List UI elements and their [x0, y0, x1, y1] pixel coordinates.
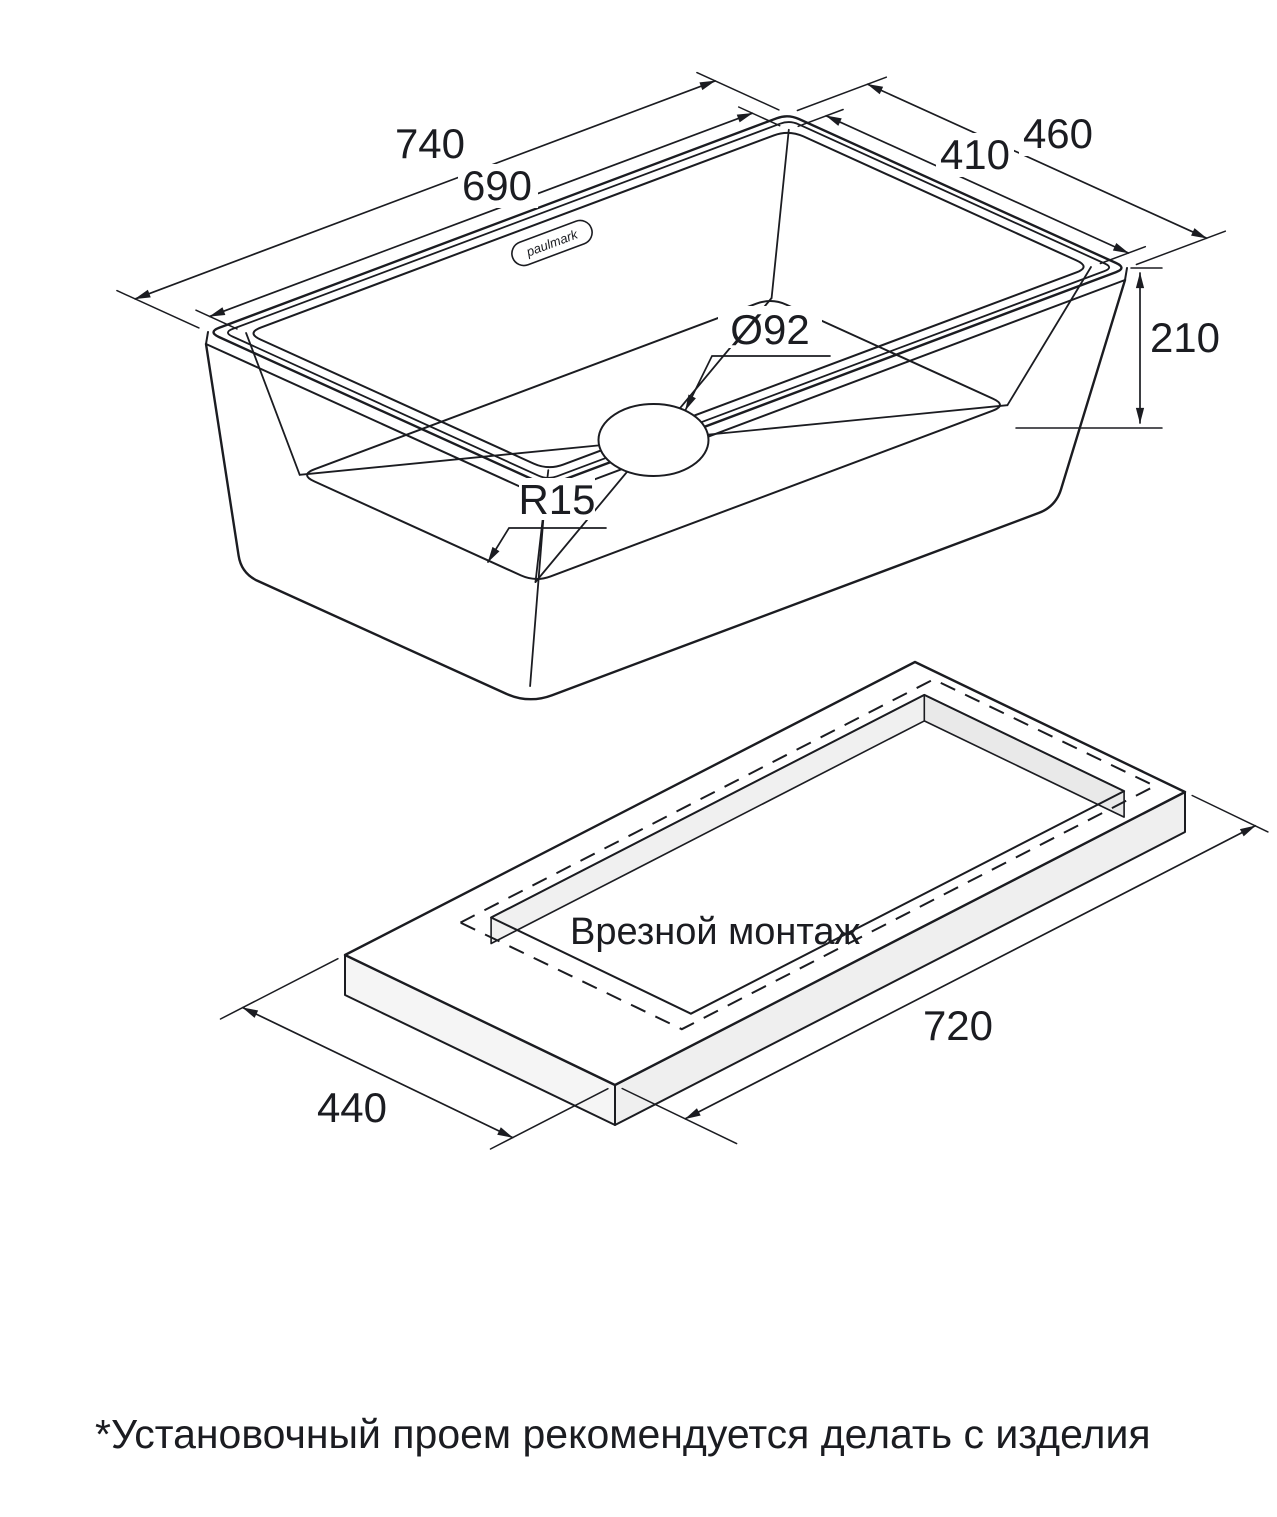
sink-front-corner-edge	[529, 497, 546, 687]
dimension-440-label: 440	[317, 1084, 387, 1131]
hole-top-edge	[490, 693, 1126, 1015]
sink-body-fill	[206, 280, 1125, 700]
sink-body-outline	[204, 278, 1127, 701]
drain-hole	[597, 403, 710, 477]
dimension-bowl-depth: 210	[1015, 267, 1224, 429]
cutout-dashed-outline	[458, 678, 1158, 1031]
dimension-210-label: 210	[1150, 314, 1220, 361]
corner-radius-label: R15	[518, 476, 595, 523]
footnote: *Установочный проем рекомендуется делать…	[95, 1411, 1151, 1457]
slab-side-right	[614, 791, 1186, 1126]
dimension-460-label: 460	[1023, 110, 1093, 157]
sink-bottom-crease-lines	[298, 297, 1009, 583]
sink-bowl-wall-edges	[245, 128, 1092, 583]
callout-drain-diameter: Ø92	[684, 306, 831, 411]
drain-diameter-label: Ø92	[730, 306, 809, 353]
callout-corner-radius: R15	[487, 476, 607, 563]
dimension-720-label: 720	[923, 1002, 993, 1049]
sink-bowl-bottom-edge	[306, 300, 1001, 580]
sink-rim-step-line	[227, 121, 1111, 479]
dimension-bowl-width: 410	[797, 108, 1147, 265]
dimension-690-label: 690	[462, 162, 532, 209]
dimension-bowl-length: 690	[195, 106, 781, 330]
cutout-label: Врезной монтаж	[570, 911, 860, 953]
dimension-cutout-width: 440	[219, 957, 609, 1150]
dimension-740-label: 740	[395, 120, 465, 167]
sink-bowl-opening-edge	[252, 131, 1085, 469]
dimension-410-label: 410	[940, 131, 1010, 178]
sink-isometric-view: paulmark 740 690 460 410	[116, 71, 1227, 701]
dimension-cutout-length: 720	[621, 794, 1269, 1145]
cutout-isometric-view: Врезной монтаж 440 720	[219, 660, 1269, 1150]
slab-top-face	[345, 662, 1185, 1085]
slab-top-outline	[343, 660, 1187, 1087]
hole-inner-wall-left	[490, 694, 926, 945]
